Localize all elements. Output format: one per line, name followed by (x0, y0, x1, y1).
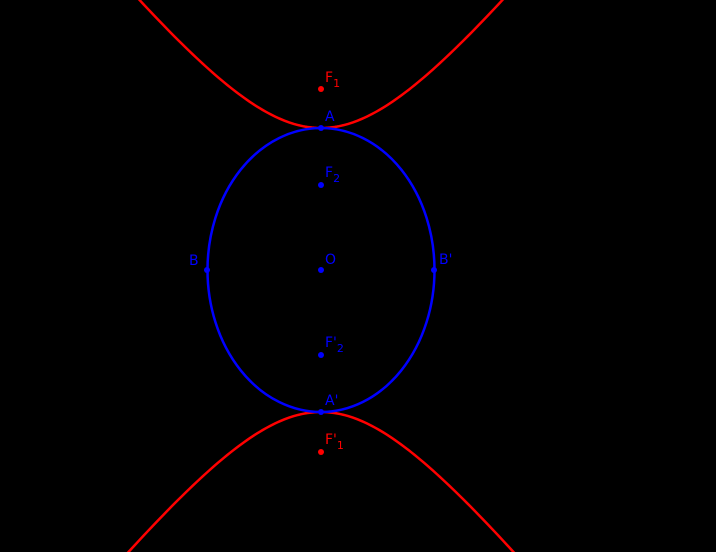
point-O (318, 267, 324, 273)
point-F2 (318, 182, 324, 188)
hyperbola-lower-branch (126, 410, 516, 552)
label-F1-prime: F'1 (325, 432, 344, 452)
point-A (318, 125, 324, 131)
label-B-prime: B' (439, 252, 452, 268)
label-F2-prime: F'2 (325, 335, 344, 355)
point-B-prime (431, 267, 437, 273)
point-A-prime (318, 409, 324, 415)
point-B (204, 267, 210, 273)
point-F1 (318, 86, 324, 92)
hyperbola-upper-branch (137, 0, 505, 130)
label-A: A (325, 109, 335, 125)
label-B: B (189, 253, 199, 269)
point-F2-prime (318, 352, 324, 358)
label-F2: F2 (325, 165, 340, 185)
label-F1: F1 (325, 70, 340, 90)
label-A-prime: A' (325, 393, 338, 409)
point-F1-prime (318, 449, 324, 455)
label-O: O (325, 252, 336, 268)
